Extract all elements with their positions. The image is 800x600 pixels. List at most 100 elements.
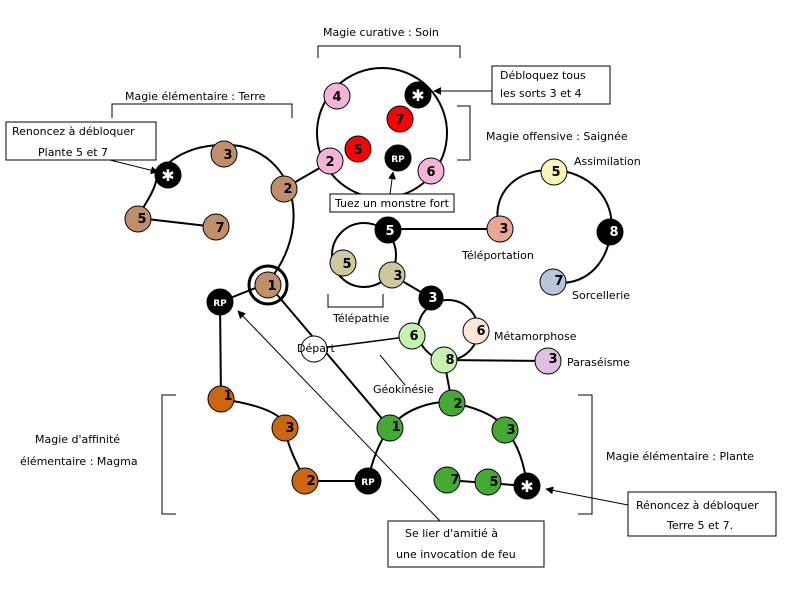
meta-parasisme-link (443, 359, 549, 362)
renounce-plant-note-box (5, 121, 157, 161)
plant-bracket (578, 394, 593, 515)
node-label: RP (391, 155, 405, 165)
node-circle (354, 467, 382, 495)
telepathy-ring (331, 222, 397, 288)
skill-node[interactable]: 5 (540, 158, 568, 186)
node-label: 7 (554, 274, 563, 289)
node-circle (202, 213, 230, 241)
befriend-note-box (387, 520, 545, 568)
kill-monster-text: Tuez un monstre fort (334, 197, 450, 210)
node-label: 5 (385, 224, 394, 239)
node-circle (206, 288, 234, 316)
note-boxes: Débloquez tous les sorts 3 et 4 Renoncez… (5, 65, 777, 568)
node-label: 2 (453, 397, 462, 412)
skill-node[interactable]: 7 (386, 105, 414, 133)
node-circle (291, 467, 319, 495)
offensive-group-label: Magie offensive : Saignée (486, 130, 628, 143)
skill-node[interactable]: 3 (491, 416, 519, 444)
metamorphose-label: Métamorphose (494, 330, 577, 343)
magma-bracket (161, 394, 176, 515)
skill-node[interactable]: 3 (534, 347, 562, 375)
node-circle (316, 147, 344, 175)
skill-node[interactable]: 3 (378, 261, 406, 289)
skill-node[interactable]: 3 (210, 140, 238, 168)
node-circle (154, 161, 182, 189)
node-circle (462, 317, 490, 345)
healing-group-label: Magie curative : Soin (323, 26, 439, 39)
kill-monster-note-box (329, 193, 455, 213)
skill-node[interactable]: ✱ (154, 161, 182, 189)
node-circle (474, 468, 502, 496)
skill-node[interactable]: 6 (398, 322, 426, 350)
node-circle (207, 385, 235, 413)
skill-node[interactable]: 3 (418, 285, 444, 311)
node-label: 1 (223, 389, 232, 404)
skill-node[interactable]: 5 (374, 216, 402, 244)
node-label: 4 (332, 90, 341, 105)
node-circle (384, 144, 412, 172)
skill-node[interactable]: 2 (270, 175, 298, 203)
skill-node[interactable]: 8 (596, 218, 624, 246)
selected-node-ring (247, 264, 289, 306)
node-circle (433, 466, 461, 494)
node-label: 2 (325, 155, 334, 170)
skill-node[interactable]: RP (206, 288, 234, 316)
renounce-earth-note: Rénoncez à débloquer Terre 5 et 7. (627, 491, 777, 537)
skill-node[interactable]: 5 (474, 468, 502, 496)
geokinesie-label: Géokinésie (373, 383, 434, 396)
earth-plant-diagonal (267, 283, 391, 429)
skill-node[interactable]: 7 (539, 268, 567, 296)
skill-node[interactable]: 2 (291, 467, 319, 495)
arrow-icon (109, 159, 159, 175)
skill-node[interactable]: 1 (207, 385, 235, 413)
node-label: 3 (506, 423, 515, 438)
skill-node[interactable]: RP (354, 467, 382, 495)
skill-node[interactable]: 3 (271, 414, 299, 442)
skill-node[interactable]: 4 (323, 82, 351, 110)
paraseisme-label: Paraséisme (567, 356, 630, 369)
node-circle (376, 414, 404, 442)
node-label: 3 (428, 291, 437, 306)
skill-node[interactable]: 5 (329, 249, 357, 277)
skill-node[interactable]: 1 (254, 271, 282, 299)
node-circle (323, 82, 351, 110)
node-label: 1 (267, 279, 276, 294)
skill-node[interactable]: 6 (462, 317, 490, 345)
start-node[interactable]: Départ (297, 335, 335, 363)
node-circle (418, 285, 444, 311)
node-label: 5 (342, 257, 351, 272)
unlock-note: Débloquez tous les sorts 3 et 4 (491, 65, 611, 105)
befriend-line-2: une invocation de feu (396, 548, 516, 561)
node-label: 3 (499, 222, 508, 237)
skill-node[interactable]: ✱ (404, 81, 432, 109)
node-circle (344, 135, 372, 163)
node-label: 7 (395, 113, 404, 128)
skill-node[interactable]: 2 (316, 147, 344, 175)
skill-node[interactable]: 6 (417, 157, 445, 185)
node-circle (539, 268, 567, 296)
node-circle (417, 157, 445, 185)
unlock-note-box (491, 65, 611, 105)
skill-node[interactable]: 8 (430, 346, 458, 374)
skill-node[interactable]: 7 (202, 213, 230, 241)
skill-node[interactable]: RP (384, 144, 412, 172)
node-circle (404, 81, 432, 109)
skill-node[interactable]: ✱ (513, 472, 541, 500)
skill-node[interactable]: 2 (438, 389, 466, 417)
node-circle (438, 389, 466, 417)
node-circle (386, 105, 414, 133)
skill-node[interactable]: 5 (344, 135, 372, 163)
skill-node[interactable]: 1 (376, 414, 404, 442)
skill-node[interactable]: 7 (433, 466, 461, 494)
skill-nodes: 4 ✱ 7 5 2 RP 6 3 (124, 81, 624, 500)
earth-group-label: Magie élémentaire : Terre (125, 90, 266, 103)
node-label: 6 (409, 329, 418, 344)
node-circle (378, 261, 406, 289)
skill-node[interactable]: 5 (124, 205, 152, 233)
teleport-ring (496, 168, 613, 285)
arrows (109, 87, 629, 522)
node-label: 3 (285, 421, 294, 436)
renounce-earth-line-1: Rénoncez à débloquer (636, 499, 759, 512)
magma-group-label-1: Magie d'affinité (35, 433, 120, 446)
skill-node[interactable]: 3 (486, 215, 514, 243)
